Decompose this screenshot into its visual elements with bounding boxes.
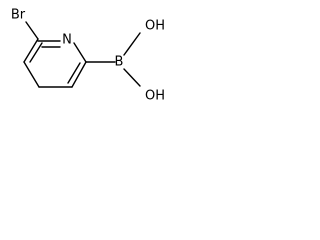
- bond-c4-c3: [23, 61, 40, 88]
- hydroxyl-bottom-label: OH: [145, 89, 165, 104]
- bond-n1-c6: [73, 42, 87, 63]
- bond-c6-c5-outer: [71, 61, 87, 88]
- bond-c6-c5-inner: [67, 62, 81, 84]
- hydroxyl-top-label: OH: [145, 19, 165, 34]
- chemical-structure: Br N B OH OH: [11, 8, 165, 104]
- bond-c3-c2-inner: [29, 42, 43, 63]
- bond-c3-c2: [23, 38, 39, 63]
- bromine-label: Br: [11, 8, 26, 23]
- pyridine-ring: [23, 38, 87, 88]
- nitrogen-label: N: [62, 33, 72, 48]
- bond-b-oh-bottom: [123, 68, 141, 87]
- boron-label: B: [115, 55, 124, 70]
- bond-b-oh-top: [123, 32, 141, 56]
- bond-c2-br: [25, 21, 39, 40]
